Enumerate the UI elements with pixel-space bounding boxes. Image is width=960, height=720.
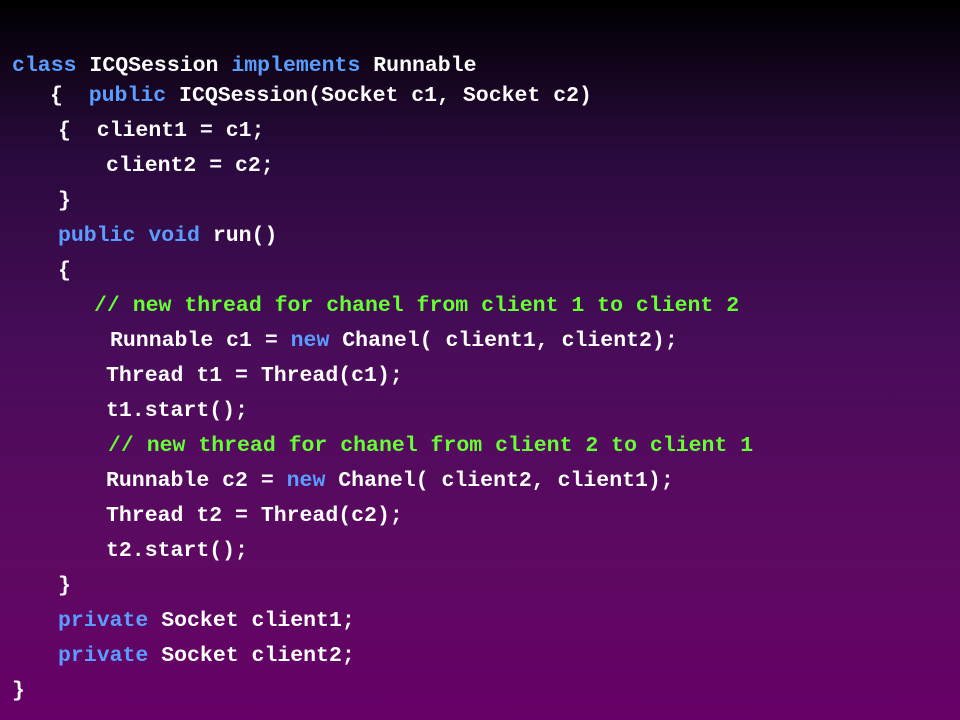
- code-text: }: [12, 679, 25, 703]
- code-line: {: [58, 257, 71, 285]
- code-keyword: public: [58, 224, 136, 248]
- code-text: run(): [199, 224, 278, 248]
- code-line: // new thread for chanel from client 2 t…: [108, 432, 753, 460]
- code-text: }: [58, 189, 71, 213]
- code-text: Socket client2;: [148, 644, 355, 668]
- code-text: Runnable c2 =: [106, 469, 287, 493]
- code-text: Chanel( client2, client1);: [325, 469, 674, 493]
- code-text: t1.start();: [106, 399, 248, 423]
- code-text: { client1 = c1;: [58, 119, 265, 143]
- code-keyword: class: [12, 54, 77, 78]
- code-line: public void run(): [58, 222, 277, 250]
- code-line: }: [58, 187, 71, 215]
- code-text: Chanel( client1, client2);: [329, 329, 678, 353]
- code-text: t2.start();: [106, 539, 248, 563]
- code-line: // new thread for chanel from client 1 t…: [94, 292, 739, 320]
- code-text: Runnable: [360, 54, 477, 78]
- code-keyword: public: [88, 84, 167, 108]
- code-keyword: new: [286, 469, 326, 493]
- code-line: t1.start();: [106, 397, 248, 425]
- code-line: { client1 = c1;: [58, 117, 264, 145]
- code-line: }: [12, 677, 25, 705]
- code-text: client2 = c2;: [106, 154, 274, 178]
- code-line: private Socket client2;: [58, 642, 355, 670]
- code-keyword: private: [58, 609, 149, 633]
- code-keyword: void: [148, 224, 200, 248]
- code-text: }: [58, 574, 71, 598]
- code-line: Thread t2 = Thread(c2);: [106, 502, 403, 530]
- code-keyword: new: [290, 329, 330, 353]
- code-line: Runnable c2 = new Chanel( client2, clien…: [106, 467, 674, 495]
- code-line: Runnable c1 = new Chanel( client1, clien…: [110, 327, 678, 355]
- code-line: { public ICQSession(Socket c1, Socket c2…: [50, 82, 592, 110]
- code-text: Thread t2 = Thread(c2);: [106, 504, 403, 528]
- code-text: Socket client1;: [148, 609, 355, 633]
- code-text: Thread t1 = Thread(c1);: [106, 364, 403, 388]
- code-line: t2.start();: [106, 537, 248, 565]
- code-line: private Socket client1;: [58, 607, 355, 635]
- code-comment: // new thread for chanel from client 2 t…: [108, 434, 754, 458]
- code-text: ICQSession: [76, 54, 232, 78]
- code-text: ICQSession(Socket c1, Socket c2): [166, 84, 592, 108]
- code-text: {: [50, 84, 89, 108]
- code-keyword: implements: [231, 54, 361, 78]
- code-line: client2 = c2;: [106, 152, 274, 180]
- code-line: Thread t1 = Thread(c1);: [106, 362, 403, 390]
- code-line: class ICQSession implements Runnable: [12, 52, 477, 80]
- code-line: }: [58, 572, 71, 600]
- code-text: {: [58, 259, 71, 283]
- code-keyword: private: [58, 644, 149, 668]
- code-comment: // new thread for chanel from client 1 t…: [94, 294, 740, 318]
- code-text: Runnable c1 =: [110, 329, 291, 353]
- code-text: [135, 224, 148, 248]
